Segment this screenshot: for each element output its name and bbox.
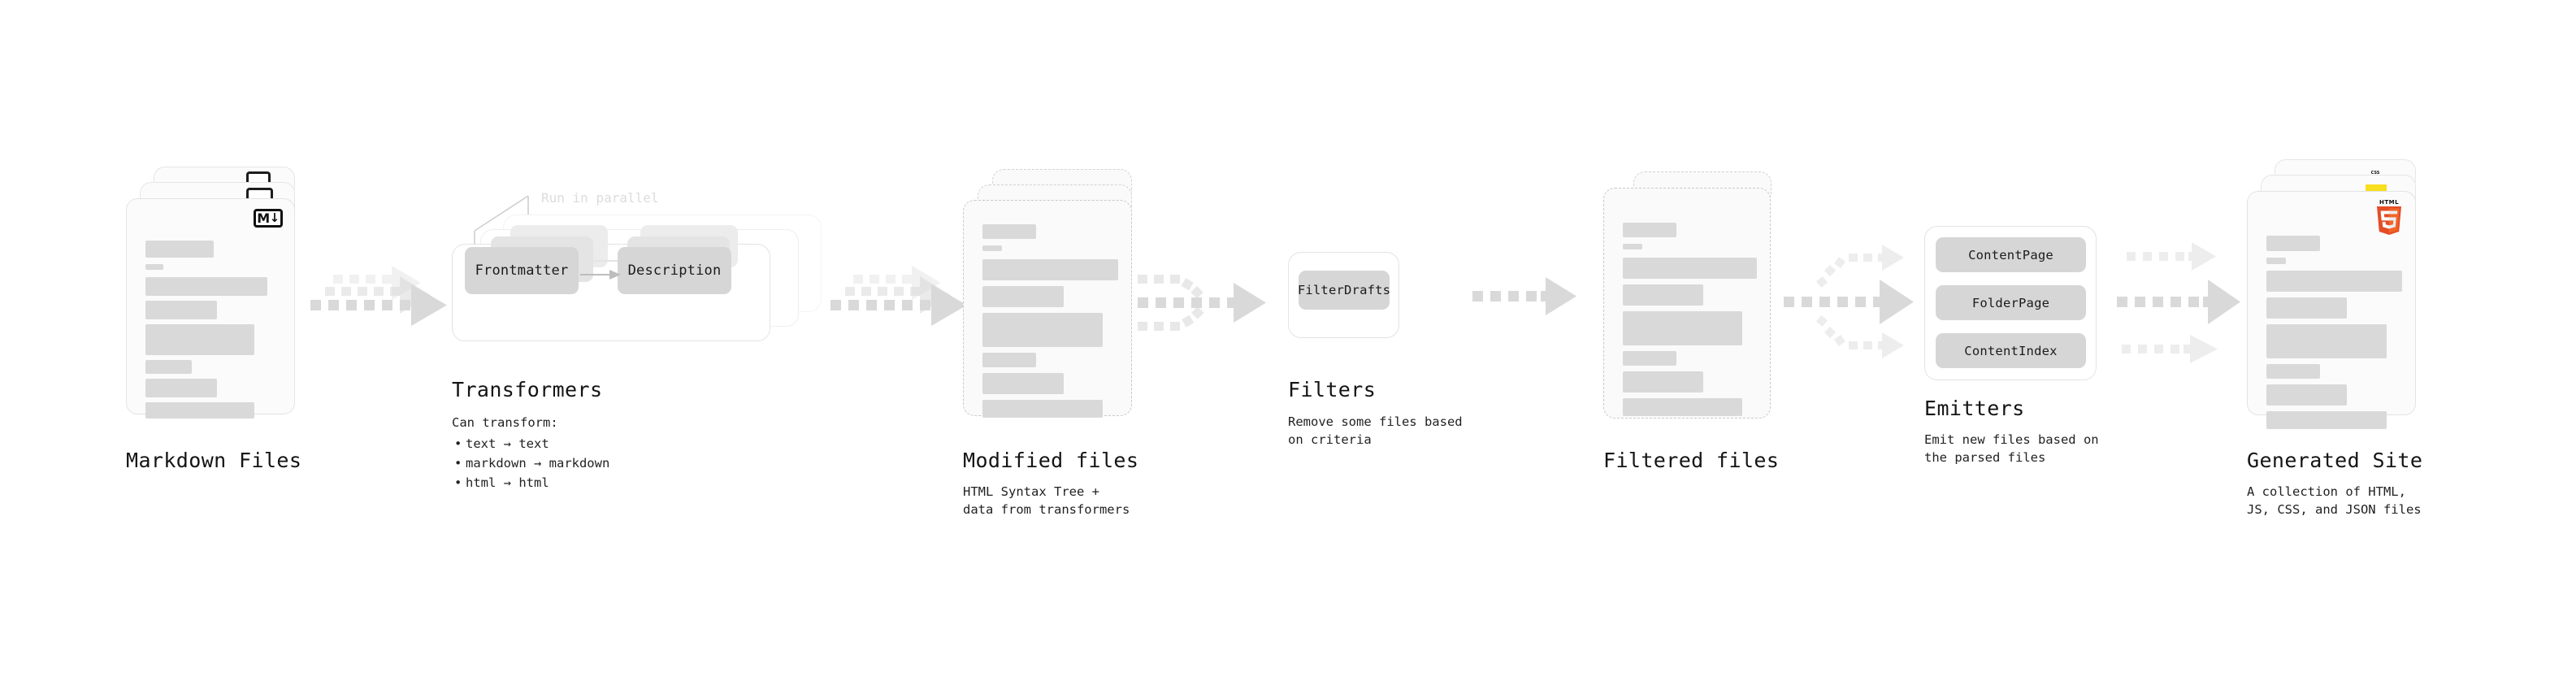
stage-title-filters: Filters	[1288, 378, 1377, 401]
skeleton-bar	[2266, 297, 2347, 319]
css3-icon-label: CSS	[2370, 171, 2380, 176]
emitter-node-contentindex[interactable]: ContentIndex	[1936, 333, 2086, 368]
filtered-file-card	[1603, 188, 1771, 419]
skeleton-bar	[2266, 384, 2347, 406]
emitter-node-contentpage[interactable]: ContentPage	[1936, 237, 2086, 272]
skeleton-bar	[145, 402, 254, 419]
skeleton-bar	[982, 353, 1036, 367]
connector-transformers-to-modified	[830, 266, 967, 326]
skeleton-bar	[1623, 398, 1742, 416]
connector-md-to-transformers	[310, 266, 447, 326]
html5-icon-label: HTML	[2379, 199, 2400, 206]
stage-title-generated-site: Generated Site	[2247, 449, 2423, 472]
skeleton-bar	[982, 245, 1002, 251]
emitter-node-folderpage[interactable]: FolderPage	[1936, 285, 2086, 320]
markdown-file-card: M↓	[126, 198, 295, 419]
stage-subtitle-generated-site: A collection of HTML, JS, CSS, and JSON …	[2247, 484, 2422, 518]
stage-subtitle-emitters: Emit new files based on the parsed files	[1924, 432, 2099, 466]
skeleton-bar	[145, 324, 254, 355]
skeleton-bar	[2266, 258, 2286, 264]
skeleton-bar	[1623, 351, 1676, 366]
stage-title-transformers: Transformers	[452, 378, 603, 401]
stage-subtitle-filters: Remove some files based on criteria	[1288, 414, 1463, 448]
skeleton-bar	[982, 400, 1103, 418]
transformer-node-description[interactable]: Description	[618, 247, 731, 294]
connector-filters-to-filtered	[1472, 277, 1576, 315]
skeleton-bar	[145, 277, 267, 296]
skeleton-bar	[2266, 411, 2387, 429]
transformers-capabilities: Can transform: text → text markdown → ma…	[452, 413, 609, 492]
stage-title-emitters: Emitters	[1924, 397, 2025, 420]
skeleton-bar	[2266, 236, 2320, 251]
skeleton-bar	[145, 379, 217, 397]
skeleton-bar	[2266, 364, 2320, 379]
markdown-icon: M↓	[254, 209, 283, 228]
stage-title-modified-files: Modified files	[963, 449, 1139, 472]
stage-title-filtered-files: Filtered files	[1603, 449, 1780, 472]
stage-subtitle-modified-files: HTML Syntax Tree + data from transformer…	[963, 484, 1130, 518]
transformer-front-arrow	[580, 270, 621, 280]
modified-file-card	[963, 200, 1132, 418]
skeleton-bar	[2266, 271, 2402, 292]
transformer-node-frontmatter[interactable]: Frontmatter	[465, 247, 579, 294]
skeleton-bar	[1623, 371, 1703, 393]
connector-modified-to-filters	[1138, 275, 1266, 331]
skeleton-bar	[982, 313, 1103, 347]
skeleton-bar	[1623, 244, 1642, 249]
skeleton-bar	[2266, 324, 2387, 358]
transformers-capability-item: text → text	[454, 434, 609, 453]
connector-emitters-to-site	[2117, 242, 2240, 363]
transformers-capabilities-header: Can transform:	[452, 415, 558, 430]
transformers-capability-item: markdown → markdown	[454, 453, 609, 473]
skeleton-bar	[145, 241, 214, 258]
skeleton-bar	[1623, 223, 1676, 237]
skeleton-bar	[1623, 311, 1742, 345]
site-file-card: HTML	[2247, 191, 2416, 429]
transformers-capability-item: html → html	[454, 473, 609, 492]
stage-title-markdown-files: Markdown Files	[126, 449, 302, 472]
skeleton-bar	[982, 373, 1064, 394]
skeleton-bar	[145, 301, 217, 319]
html5-icon: HTML	[2375, 199, 2403, 235]
skeleton-bar	[1623, 284, 1703, 306]
connector-filtered-to-emitters	[1784, 245, 1914, 358]
skeleton-bar	[145, 360, 192, 374]
run-in-parallel-label: Run in parallel	[541, 190, 659, 206]
skeleton-bar	[145, 264, 163, 270]
skeleton-bar	[982, 259, 1118, 280]
skeleton-bar	[982, 224, 1036, 239]
skeleton-bar	[1623, 258, 1757, 279]
skeleton-bar	[982, 286, 1064, 307]
filter-node-filterdrafts[interactable]: FilterDrafts	[1298, 271, 1390, 310]
